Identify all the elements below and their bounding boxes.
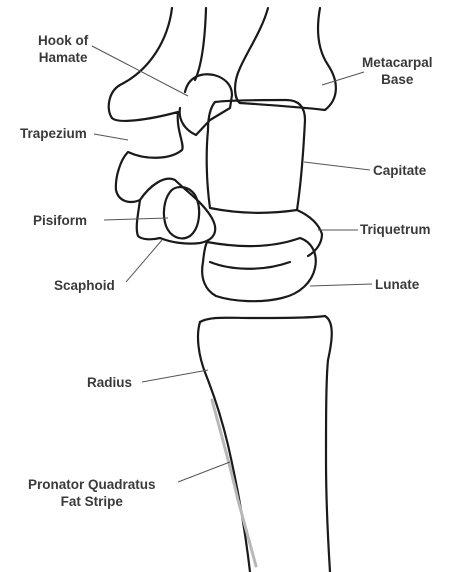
leader-lunate bbox=[310, 284, 372, 286]
metacarpal-shaft-left-inner bbox=[195, 8, 206, 80]
leader-fat-stripe bbox=[178, 462, 230, 482]
leader-radius bbox=[142, 370, 208, 382]
radius-distal-end bbox=[200, 316, 332, 572]
triquetrum-bone bbox=[297, 210, 322, 256]
hook-of-hamate-bone bbox=[180, 74, 232, 135]
label-hook-of-hamate: Hook of Hamate bbox=[38, 32, 88, 66]
capitate-bone bbox=[207, 100, 305, 213]
metacarpal-shaft-right bbox=[235, 8, 268, 103]
lunate-bone bbox=[202, 238, 316, 301]
leader-trapezium bbox=[94, 134, 128, 140]
pisiform-bone bbox=[164, 187, 199, 238]
metacarpal-base bbox=[240, 8, 336, 110]
metacarpal-shaft-left bbox=[109, 8, 172, 118]
label-pronator-quadratus-fat-stripe: Pronator Quadratus Fat Stripe bbox=[28, 476, 156, 510]
label-scaphoid: Scaphoid bbox=[54, 277, 115, 294]
label-trapezium: Trapezium bbox=[20, 125, 87, 142]
leader-scaphoid bbox=[126, 240, 162, 282]
label-capitate: Capitate bbox=[373, 162, 426, 179]
label-pisiform: Pisiform bbox=[33, 212, 87, 229]
leader-pisiform bbox=[104, 218, 168, 220]
lunate-inner-curve bbox=[210, 262, 290, 269]
fat-stripe bbox=[212, 400, 256, 566]
leader-hook-of-hamate bbox=[92, 46, 188, 96]
label-metacarpal-base: Metacarpal Base bbox=[362, 54, 433, 88]
label-radius: Radius bbox=[87, 374, 132, 391]
leader-metacarpal-base bbox=[322, 72, 364, 85]
label-triquetrum: Triquetrum bbox=[360, 221, 431, 238]
label-lunate: Lunate bbox=[375, 276, 419, 293]
leader-capitate bbox=[304, 162, 370, 170]
